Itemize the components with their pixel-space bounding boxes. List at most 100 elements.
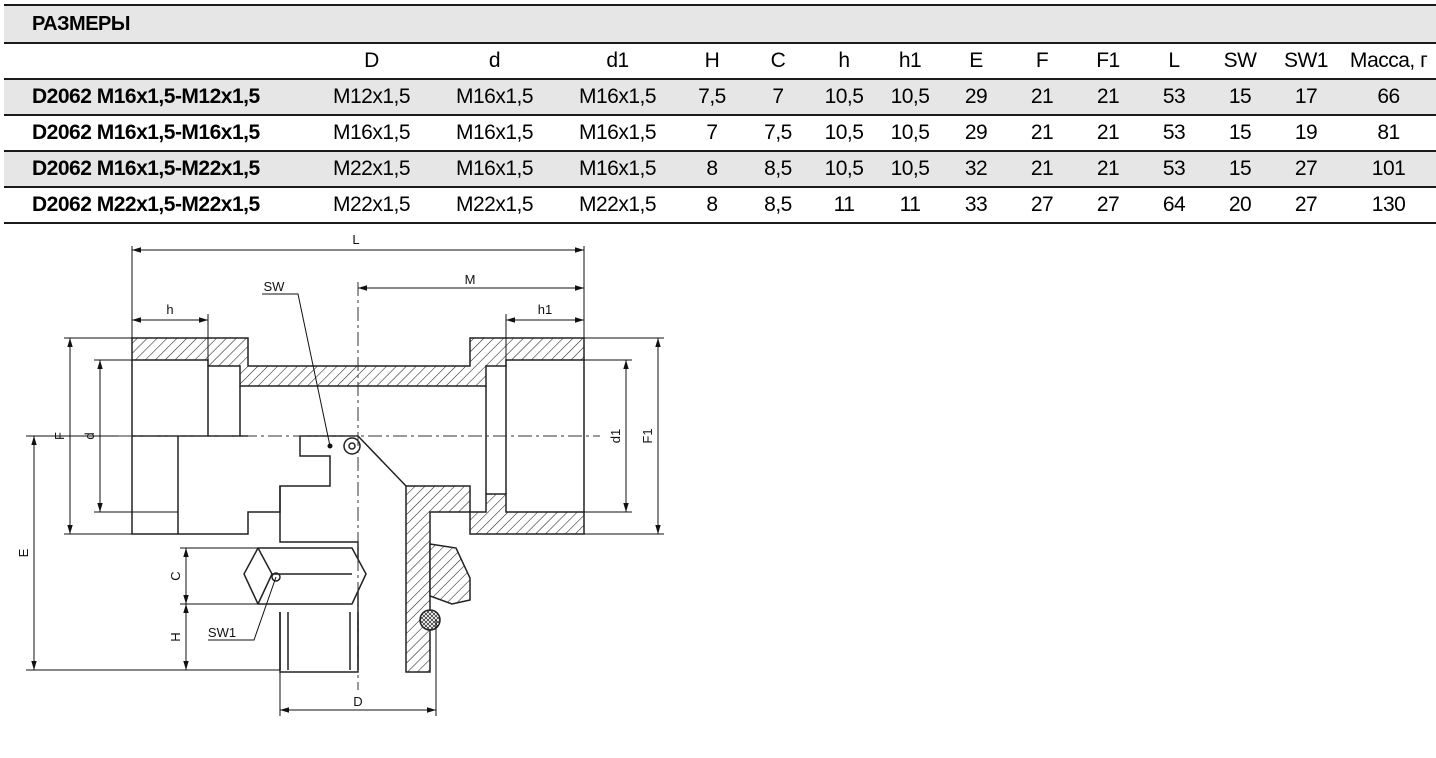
table-cell: 21	[1009, 115, 1075, 152]
sw-hole-mark-inner	[348, 442, 356, 450]
table-row: D2062 M16x1,5-M12x1,5 M12x1,5 M16x1,5 M1…	[4, 79, 1436, 116]
table-cell: 10,5	[877, 79, 943, 116]
table-cell: 53	[1141, 79, 1207, 116]
dimension-lines	[26, 246, 664, 716]
label-M: M	[465, 272, 476, 287]
table-cell: M22x1,5	[310, 151, 433, 188]
table-cell: 32	[943, 151, 1009, 188]
column-header: SW	[1207, 43, 1273, 80]
label-d1: d1	[608, 429, 623, 443]
table-cell: 27	[1009, 187, 1075, 224]
label-F1: F1	[640, 428, 655, 443]
hex-nut-face	[257, 547, 352, 605]
thread-stub	[279, 612, 359, 670]
table-cell: 10,5	[877, 151, 943, 188]
body-right-lower-wall	[469, 493, 585, 535]
table-cell: 11	[877, 187, 943, 224]
table-title: РАЗМЕРЫ	[4, 4, 1436, 44]
table-cell: 33	[943, 187, 1009, 224]
table-cell: D2062 M22x1,5-M22x1,5	[4, 187, 310, 224]
table-cell: 21	[1075, 115, 1141, 152]
hex-nut	[243, 547, 367, 605]
table-cell: 10,5	[811, 79, 877, 116]
label-d: d	[82, 432, 97, 439]
table-cell: 81	[1339, 115, 1436, 152]
column-header	[4, 43, 310, 80]
table-cell: M22x1,5	[310, 187, 433, 224]
column-header: Масса, г	[1339, 43, 1436, 80]
table-cell: 19	[1273, 115, 1339, 152]
label-E: E	[16, 548, 31, 557]
table-cell: M16x1,5	[556, 151, 679, 188]
fitting-body	[131, 337, 585, 673]
table-cell: M12x1,5	[310, 79, 433, 116]
label-F: F	[52, 432, 67, 440]
table-row: D2062 M16x1,5-M22x1,5 M22x1,5 M16x1,5 M1…	[4, 151, 1436, 188]
o-ring	[419, 609, 441, 631]
table-cell: 21	[1009, 79, 1075, 116]
label-C: C	[168, 571, 183, 580]
table-cell: D2062 M16x1,5-M22x1,5	[4, 151, 310, 188]
sw-hole-mark	[343, 437, 361, 455]
table-row: D2062 M16x1,5-M16x1,5 M16x1,5 M16x1,5 M1…	[4, 115, 1436, 152]
column-header: F	[1009, 43, 1075, 80]
table-cell: 53	[1141, 115, 1207, 152]
left-lower-outline	[178, 435, 358, 535]
hex-centre-mark	[271, 572, 281, 582]
table-cell: 7	[745, 79, 811, 116]
table-cell: M16x1,5	[433, 115, 556, 152]
table-cell: 7	[679, 115, 745, 152]
table-cell: 15	[1207, 115, 1273, 152]
dimension-labels: L M SW h h1 F d d1 F1 E C H SW1 D	[16, 232, 655, 709]
table-cell: 20	[1207, 187, 1273, 224]
table-cell: 15	[1207, 79, 1273, 116]
centre-lines	[118, 282, 600, 690]
right-socket-outline	[485, 360, 585, 512]
column-header: h	[811, 43, 877, 80]
column-header: F1	[1075, 43, 1141, 80]
table-cell: 17	[1273, 79, 1339, 116]
leader-SW1	[208, 576, 277, 641]
table-cell: M22x1,5	[556, 187, 679, 224]
table-cell: D2062 M16x1,5-M12x1,5	[4, 79, 310, 116]
table-cell: M16x1,5	[556, 115, 679, 152]
table-cell: M16x1,5	[310, 115, 433, 152]
label-h1: h1	[538, 302, 552, 317]
table-cell: 53	[1141, 151, 1207, 188]
table-cell: M22x1,5	[433, 187, 556, 224]
table-cell: 21	[1075, 79, 1141, 116]
table-cell: 27	[1273, 151, 1339, 188]
column-header: E	[943, 43, 1009, 80]
label-SW1: SW1	[208, 625, 236, 640]
table-row: D2062 M22x1,5-M22x1,5 M22x1,5 M22x1,5 M2…	[4, 187, 1436, 224]
table-cell: M16x1,5	[433, 79, 556, 116]
column-header: h1	[877, 43, 943, 80]
table-cell: M16x1,5	[433, 151, 556, 188]
left-socket-outline	[131, 360, 248, 535]
table-cell: 8,5	[745, 187, 811, 224]
table-cell: 21	[1009, 151, 1075, 188]
table-cell: 64	[1141, 187, 1207, 224]
table-cell: D2062 M16x1,5-M16x1,5	[4, 115, 310, 152]
column-header: d	[433, 43, 556, 80]
table-cell: 7,5	[679, 79, 745, 116]
table-cell: 8	[679, 187, 745, 224]
table-title-row: РАЗМЕРЫ	[4, 4, 1436, 44]
table-cell: 21	[1075, 151, 1141, 188]
table-cell: 29	[943, 115, 1009, 152]
table-cell: 8	[679, 151, 745, 188]
table-cell: 66	[1339, 79, 1436, 116]
table-cell: 11	[811, 187, 877, 224]
table-cell: 10,5	[811, 151, 877, 188]
column-header: d1	[556, 43, 679, 80]
dimensions-table: РАЗМЕРЫ D d d1 H C h h1 E F F1 L SW SW1 …	[4, 4, 1436, 224]
label-h: h	[166, 302, 173, 317]
column-header: D	[310, 43, 433, 80]
fitting-technical-drawing: L M SW h h1 F d d1 F1 E C H SW1 D	[16, 232, 664, 716]
label-SW: SW	[264, 279, 286, 294]
table-header-row: D d d1 H C h h1 E F F1 L SW SW1 Масса, г	[4, 43, 1436, 80]
table-cell: 15	[1207, 151, 1273, 188]
table-cell: M16x1,5	[556, 79, 679, 116]
label-H: H	[168, 632, 183, 641]
table-cell: 8,5	[745, 151, 811, 188]
